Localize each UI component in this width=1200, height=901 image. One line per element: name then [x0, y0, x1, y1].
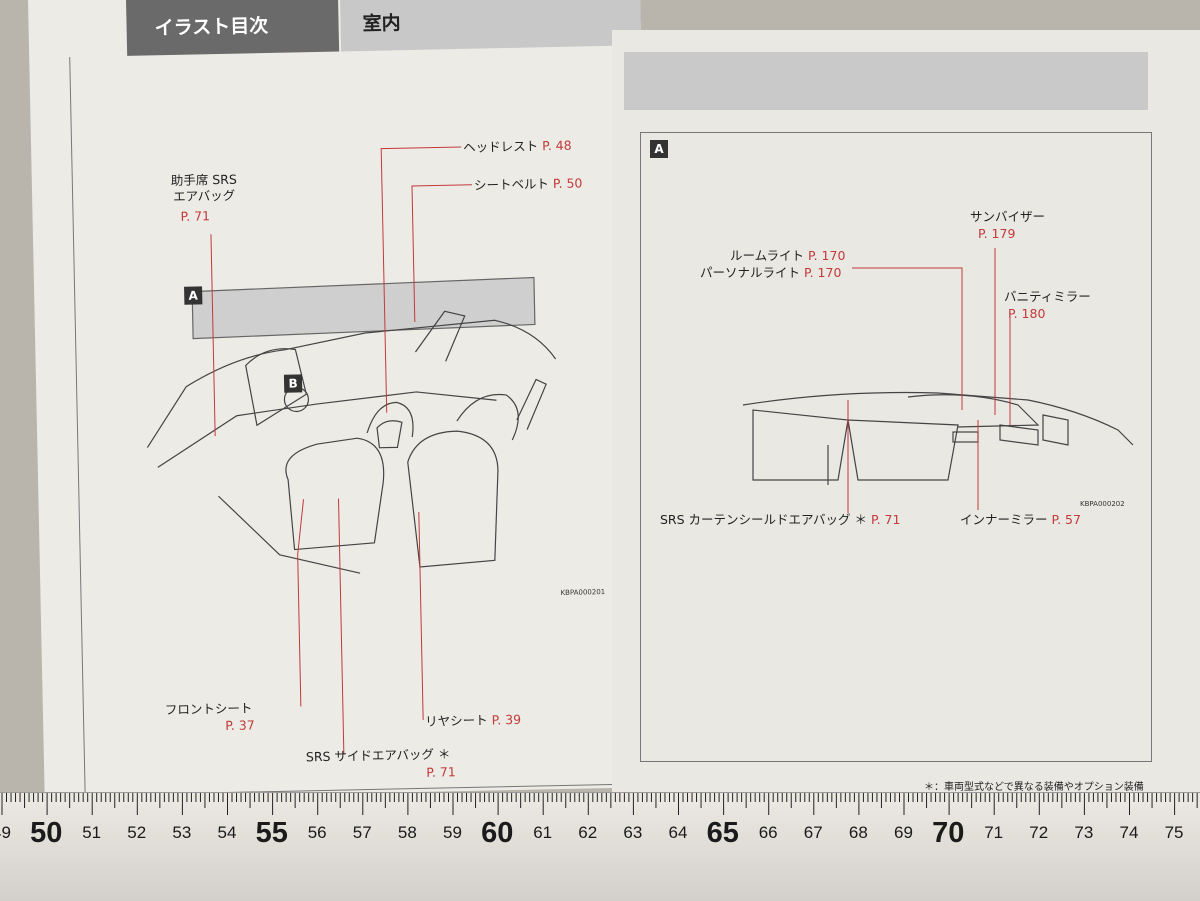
ruler-number: 54 [217, 823, 237, 842]
ruler-number: 60 [481, 817, 514, 849]
ruler-number: 52 [127, 823, 147, 842]
ruler-number: 73 [1074, 823, 1094, 842]
seatbelt-page-ref: P. 50 [552, 175, 583, 192]
ruler-number: 65 [706, 817, 739, 849]
seatbelt-label: シートベルト [473, 176, 550, 193]
personal-light-label: パーソナルライト [700, 265, 801, 280]
headrest-page-ref: P. 48 [542, 137, 572, 154]
front-seat-label: フロントシート [164, 700, 253, 718]
room-light-page-ref: P. 170 [808, 248, 846, 263]
sun-visor-label: サンバイザー [970, 209, 1046, 224]
right-leader-lines [847, 248, 1011, 513]
measuring-ruler: 49 50 51 52 53 54 55 56 57 58 59 60 61 62 63 64 65 66 67 68… [0, 792, 1200, 901]
ruler-number: 59 [443, 823, 462, 842]
ruler-number: 66 [758, 823, 778, 842]
right-header-band [624, 52, 1148, 110]
ruler-number: 71 [984, 823, 1004, 842]
curtain-airbag-label: SRS カーテンシールドエアバッグ ＊ [660, 512, 868, 527]
ruler-ticks [1, 793, 1198, 815]
curtain-airbag-callout: SRS カーテンシールドエアバッグ ＊ P. 71 [660, 512, 900, 527]
view-a-marker-right: A [650, 140, 668, 158]
interior-illustration [146, 276, 557, 574]
ruler-number: 72 [1029, 823, 1049, 842]
passenger-airbag-page-ref: P. 71 [180, 208, 211, 224]
rear-seat-callout: リヤシート P. 39 [425, 712, 521, 729]
vanity-mirror-label: バニティミラー [1004, 289, 1091, 304]
ruler-number: 61 [533, 823, 553, 842]
ruler-number: 68 [848, 823, 868, 842]
headrest-callout: ヘッドレスト P. 48 [463, 138, 572, 155]
vanity-mirror-page-ref: P. 180 [1008, 306, 1046, 321]
left-page: イラスト目次 室内 A B KBPA000201 [28, 0, 657, 800]
ceiling-illustration [742, 391, 1134, 485]
sun-visor-page-ref: P. 179 [978, 226, 1016, 241]
ruler-number: 62 [578, 823, 598, 842]
ruler-number: 50 [30, 817, 63, 849]
side-airbag-page-ref: P. 71 [426, 764, 456, 780]
personal-light-callout: パーソナルライト P. 170 [700, 265, 841, 280]
ruler-number: 58 [397, 823, 417, 842]
headrest-label: ヘッドレスト [463, 138, 539, 155]
ruler-number: 63 [623, 823, 643, 842]
passenger-airbag-label-1: 助手席 SRS [170, 171, 237, 189]
ruler-number: 56 [307, 823, 327, 842]
side-airbag-label: SRS サイドエアバッグ ＊ [305, 746, 451, 765]
inner-mirror-label: インナーミラー [960, 512, 1048, 527]
ruler-number: 64 [668, 823, 688, 842]
ruler-number: 53 [172, 823, 192, 842]
right-illustration-frame [640, 132, 1152, 762]
ruler-number: 51 [82, 823, 102, 842]
seatbelt-callout: シートベルト P. 50 [474, 175, 583, 192]
room-light-label: ルームライト [730, 248, 805, 263]
passenger-airbag-label-2: エアバッグ [172, 187, 236, 205]
rear-seat-label: リヤシート [425, 712, 488, 729]
ruler-number: 70 [932, 817, 965, 849]
room-light-callout: ルームライト P. 170 [730, 248, 845, 263]
ruler-number: 74 [1119, 823, 1139, 842]
ruler-number: 67 [803, 823, 823, 842]
inner-mirror-callout: インナーミラー P. 57 [960, 512, 1081, 527]
inner-mirror-page-ref: P. 57 [1051, 512, 1081, 527]
view-a-band [191, 276, 536, 340]
right-page: A KBPA000202 サンバイザー P. 179 ルームライト P. 170… [612, 30, 1200, 805]
ruler-number: 69 [894, 823, 913, 842]
curtain-airbag-page-ref: P. 71 [871, 512, 901, 527]
footnote: ＊：車両型式などで異なる装備やオプション装備 [924, 782, 1144, 793]
rear-seat-page-ref: P. 39 [491, 711, 522, 728]
ruler-number: 49 [0, 823, 11, 842]
leader-lines [210, 146, 472, 754]
front-seat-page-ref: P. 37 [225, 717, 255, 734]
personal-light-page-ref: P. 170 [804, 265, 842, 280]
right-image-code: KBPA000202 [1080, 500, 1125, 508]
ruler-number: 55 [255, 817, 288, 849]
ruler-number: 75 [1164, 823, 1184, 842]
ruler-number: 57 [352, 823, 372, 842]
